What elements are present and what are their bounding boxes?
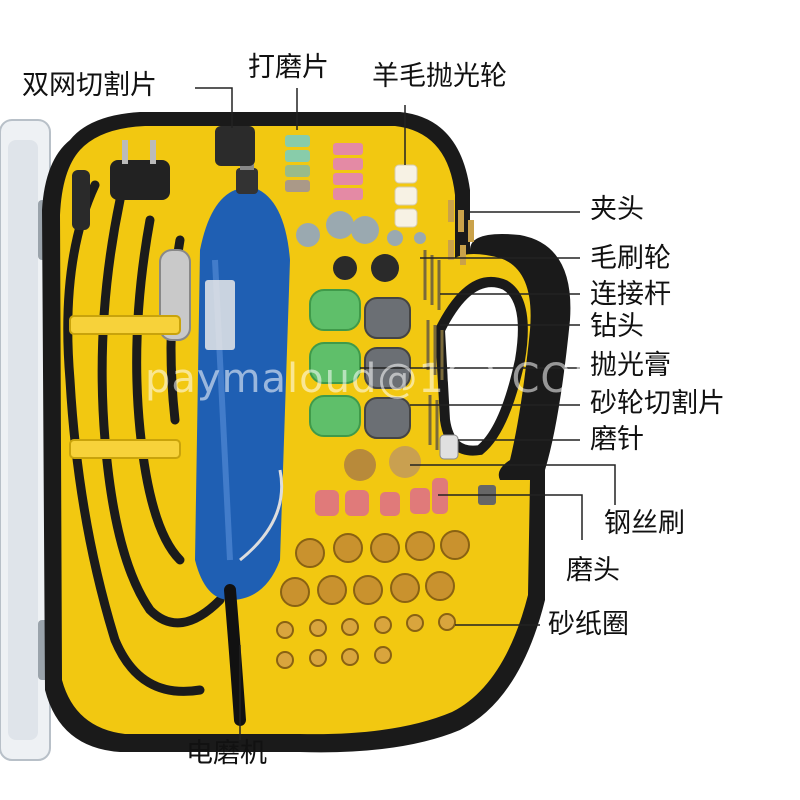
label-grinding-head: 磨头 [566,555,620,586]
grinding-stones [296,211,426,247]
tray-clips [69,315,181,459]
brush-wheels [333,254,421,481]
case-handle-cutout [434,277,528,456]
power-plug [110,140,170,200]
sandpaper-rings [276,530,470,669]
flexible-shaft [63,180,225,696]
grinding-cut-discs [364,297,411,439]
label-grinding-needle: 磨针 [590,424,644,455]
label-collet: 夹头 [590,194,644,225]
rotary-tool-body [195,150,290,726]
grinding-needle [439,434,459,460]
label-grinding-cut-disc: 砂轮切割片 [590,388,725,419]
leader-lines [195,87,616,740]
label-sandpaper-ring: 砂纸圈 [548,609,629,640]
label-wool-polish: 羊毛抛光轮 [372,61,507,92]
label-cutting-disc: 双网切割片 [22,70,157,101]
polish-paste-pads [309,289,361,437]
wool-polish-wheels [394,164,418,228]
label-drill-bit: 钻头 [590,311,644,342]
label-sanding-disc: 打磨片 [248,52,329,83]
collets [448,200,474,265]
pink-disc-stack [333,143,363,200]
sanding-disc-stack [285,135,310,192]
label-polish-paste: 抛光膏 [590,350,671,381]
label-mandrel: 连接杆 [590,279,671,310]
grinding-heads [315,478,448,516]
label-wire-brush: 钢丝刷 [604,508,685,539]
label-brush-wheel: 毛刷轮 [590,243,671,274]
cutting-disc-stack [215,126,255,166]
label-rotary-tool: 电磨机 [186,738,267,769]
watermark: paymaloud@163.COM [145,356,609,402]
